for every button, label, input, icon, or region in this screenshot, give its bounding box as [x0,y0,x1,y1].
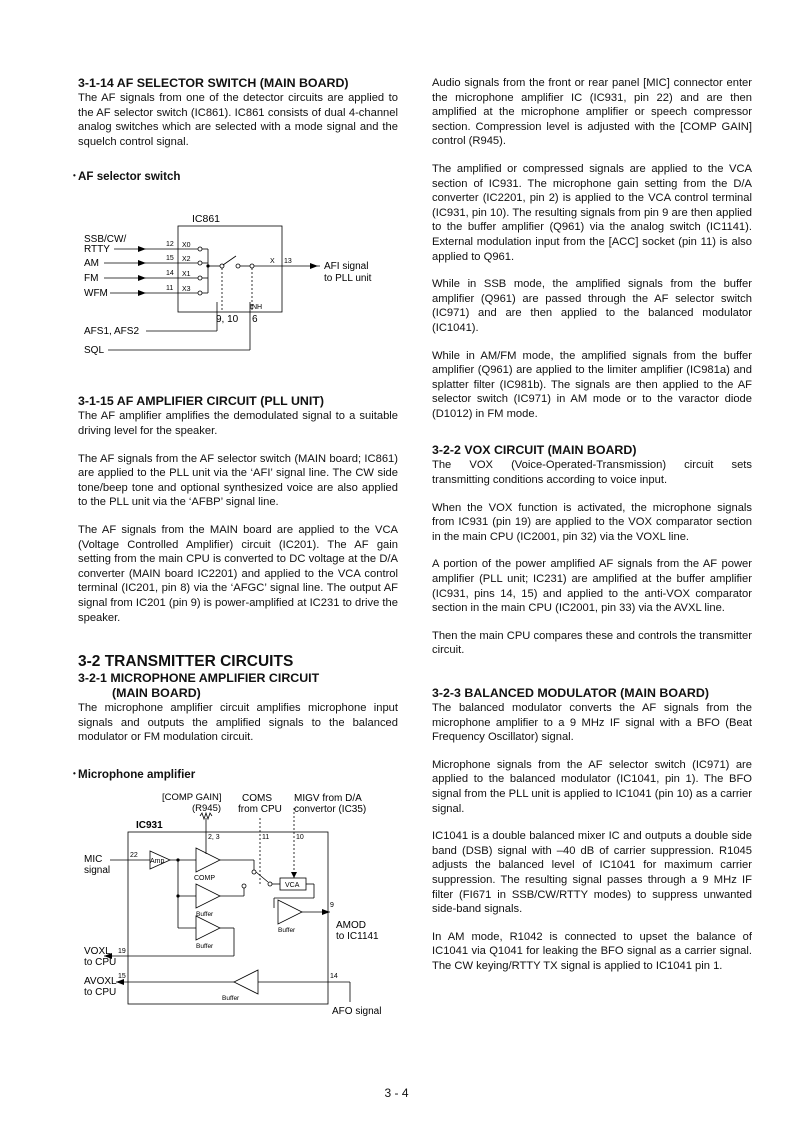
figure-label: Microphone amplifier [73,767,398,782]
figure-label: AF selector switch [73,169,398,184]
diagram-text: Buffer [196,911,214,918]
diagram-text: signal [84,865,110,876]
paragraph: The AF signals from one of the detector … [78,92,398,148]
section-title: 3-2-3 BALANCED MODULATOR (MAIN BOARD) [432,686,709,700]
diagram-text: COMS [242,793,272,804]
paragraph: Then the main CPU compares these and con… [432,629,752,657]
paragraph: The AF amplifier amplifies the demodulat… [78,410,398,437]
diagram-pin: 11 [166,285,173,292]
section-title: 3-2-2 VOX CIRCUIT (MAIN BOARD) [432,443,637,458]
paragraph: A portion of the power amplified AF sign… [432,558,752,615]
diagram-pin: 9, 10 [216,314,239,325]
page-number: 3 - 4 [384,1086,409,1100]
diagram-text: VOXL [84,946,111,957]
diagram-text: MIC [84,854,102,865]
paragraph: The AF signals from the AF selector swit… [78,452,398,509]
diagram-text: to CPU [84,987,116,998]
diagram-text: FM [84,273,98,284]
paragraph: IC1041 is a double balanced mixer IC and… [432,830,752,916]
left-column: 3-1-14 AF SELECTOR SWITCH (MAIN BOARD) T… [78,76,398,1018]
diagram-pin: 15 [166,255,174,262]
diagram-text: AFO signal [332,1006,381,1017]
paragraph: The AF signals from the MAIN board are a… [78,523,398,624]
diagram-pin: 10 [296,834,304,841]
diagram-text: SQL [84,345,104,356]
diagram-text: AFS1, AFS2 [84,326,139,337]
section-title: (MAIN BOARD) [112,686,201,701]
diagram-text: WFM [84,288,108,299]
af-selector-diagram: IC861 SSB/CW/ RTTY AM FM WFM 12 15 14 11… [84,213,372,356]
diagram-pin: 6 [252,314,258,325]
diagram-pin: 14 [330,973,338,980]
chapter-title: 3-2 TRANSMITTER CIRCUITS [78,653,294,671]
paragraph: The amplified or compressed signals are … [432,162,752,263]
paragraph: The microphone amplifier circuit amplifi… [78,702,398,744]
diagram-text: to IC1141 [336,931,379,942]
diagram-text: AVOXL [84,976,117,987]
diagram-pin: 11 [262,834,269,841]
right-column: Audio signals from the front or rear pan… [432,76,752,987]
diagram-text: MIGV from D/A [294,793,362,804]
diagram-text: Buffer [278,927,296,934]
diagram-pin: X2 [182,256,191,263]
paragraph: In AM mode, R1042 is connected to upset … [432,930,752,972]
microphone-amplifier-diagram: [COMP GAIN] (R945) COMS from CPU MIGV fr… [84,792,381,1017]
diagram-pin: X [270,258,275,265]
paragraph: While in AM/FM mode, the amplified signa… [432,349,752,420]
paragraph: Audio signals from the front or rear pan… [432,77,752,148]
diagram-pin: X0 [182,242,191,249]
diagram-text: Buffer [222,995,240,1002]
diagram-text: [COMP GAIN] [162,792,221,803]
diagram-text: to PLL unit [324,273,372,284]
diagram-text: AMOD [336,920,366,931]
diagram-pin: 2, 3 [208,834,220,841]
diagram-text: Amp [150,858,165,865]
diagram-pin: 15 [118,973,126,980]
diagram-text: (R945) [192,803,221,814]
diagram-pin: X1 [182,271,191,278]
diagram-text: to CPU [84,957,116,968]
diagram-pin: 22 [130,852,138,859]
section-title: 3-1-14 AF SELECTOR SWITCH (MAIN BOARD) [78,76,349,90]
diagram-text: convertor (IC35) [294,804,366,815]
paragraph: When the VOX function is activated, the … [432,501,752,543]
diagram-ic-label: IC861 [192,213,220,225]
diagram-text: AM [84,258,99,269]
section-title: 3-1-15 AF AMPLIFIER CIRCUIT (PLL UNIT) [78,394,324,409]
diagram-text: SSB/CW/ [84,234,126,245]
diagram-pin: 13 [284,258,292,265]
diagram-pin: 14 [166,270,174,277]
diagram-pin: 12 [166,241,174,248]
diagram-text: Buffer [196,943,214,950]
diagram-text: VCA [285,882,300,889]
diagram-pin: 9 [330,902,334,909]
diagram-pin: X3 [182,286,191,293]
diagram-text: AFI signal [324,261,368,272]
diagram-pin: 19 [118,948,126,955]
diagram-ic-label: IC931 [136,820,163,831]
diagram-text: COMP [194,875,215,882]
diagram-text: RTTY [84,244,110,255]
paragraph: The VOX (Voice-Operated-Transmission) ci… [432,459,752,487]
paragraph: Microphone signals from the AF selector … [432,758,752,815]
paragraph: The balanced modulator converts the AF s… [432,702,752,744]
paragraph: While in SSB mode, the amplified signals… [432,278,752,334]
section-title: 3-2-1 MICROPHONE AMPLIFIER CIRCUIT [78,671,320,686]
diagram-text: from CPU [238,804,282,815]
diagram-pin: INH [250,304,262,311]
